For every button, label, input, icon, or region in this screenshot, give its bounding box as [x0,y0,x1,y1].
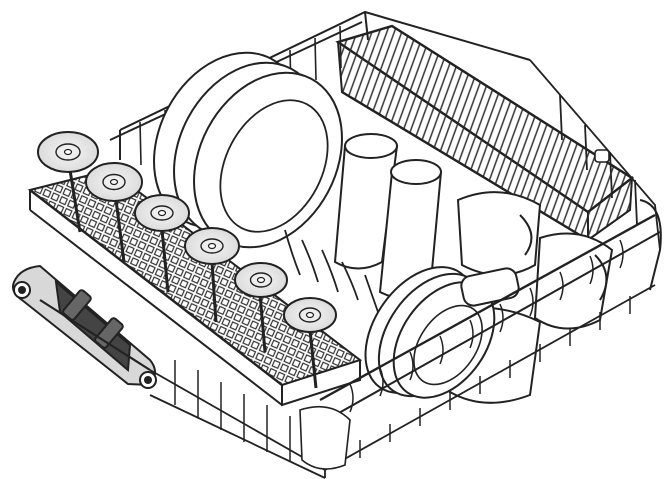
wine-glass-6 [283,297,337,389]
glass-left [333,145,399,270]
rack-tines [284,229,379,313]
rack-height-adjuster [12,264,157,389]
glasses-group [333,133,443,300]
wine-glass-1 [37,131,99,233]
wine-glass-3 [134,194,190,293]
cutlery-basket [335,24,635,242]
rack-front-wall [39,199,662,479]
stemware-shelf [27,168,363,407]
basket-clip [594,149,610,163]
lower-dishes-hint [299,405,351,470]
wine-glass-4 [184,227,240,323]
cup-upper [456,191,542,276]
rack-clip [460,267,520,307]
wine-glass-2 [85,162,143,263]
small-plates [364,266,520,399]
wine-glasses [37,131,337,389]
wine-glass-5 [234,262,288,353]
